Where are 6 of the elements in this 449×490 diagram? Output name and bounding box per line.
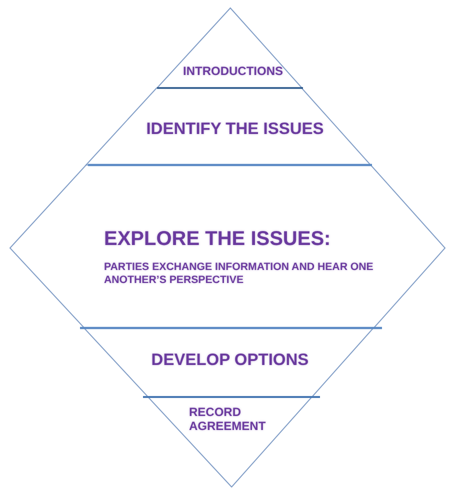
stage-title: EXPLORE THE ISSUES: [104, 227, 332, 251]
stage-title: RECORD AGREEMENT [188, 405, 267, 434]
stage-description: PARTIES EXCHANGE INFORMATION AND HEAR ONE ANOTHER’S PERSPECTIVE [104, 261, 374, 286]
stage-title: INTRODUCTIONS [182, 64, 284, 78]
stage-title: IDENTIFY THE ISSUES [145, 120, 325, 140]
stage-title: DEVELOP OPTIONS [150, 351, 310, 371]
